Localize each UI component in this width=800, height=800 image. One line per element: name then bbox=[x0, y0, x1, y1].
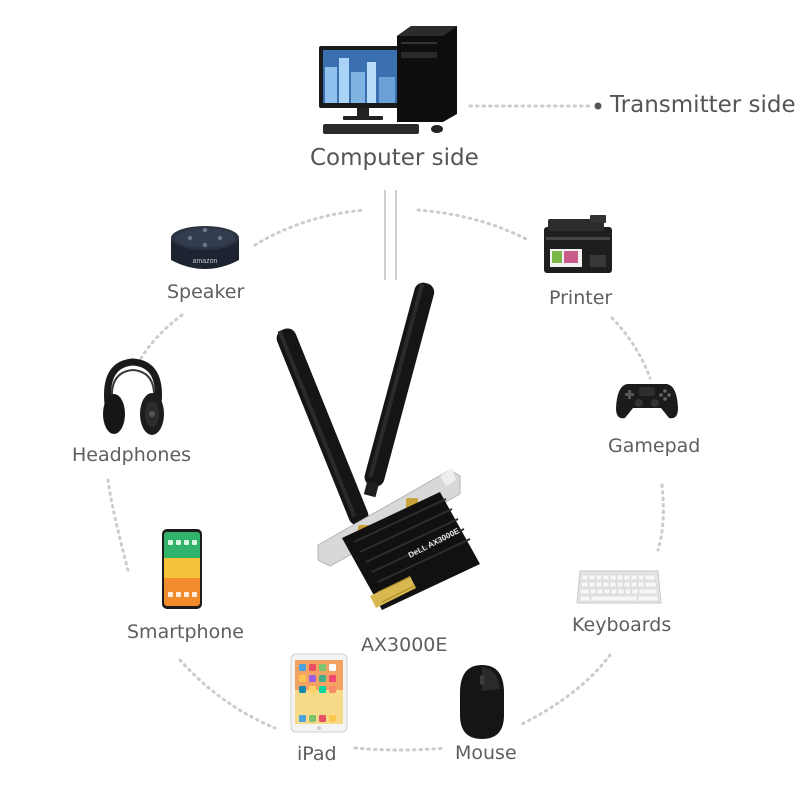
gamepad-label: Gamepad bbox=[608, 435, 701, 457]
arc-keyboards-mouse bbox=[518, 653, 612, 727]
gamepad-icon bbox=[616, 384, 678, 419]
keyboard-icon bbox=[576, 570, 662, 604]
keyboards-label: Keyboards bbox=[572, 614, 672, 636]
headphones-icon bbox=[103, 358, 164, 435]
smartphone-label: Smartphone bbox=[127, 621, 244, 643]
arc-printer-gamepad bbox=[610, 316, 652, 380]
card-model-label: AX3000E bbox=[361, 634, 448, 656]
arc-top-left bbox=[253, 208, 367, 247]
printer-label: Printer bbox=[549, 287, 613, 309]
ipad-icon bbox=[290, 653, 348, 733]
mouse-icon bbox=[460, 665, 504, 739]
transmitter-side-label: Transmitter side bbox=[610, 92, 796, 118]
mouse-label: Mouse bbox=[455, 742, 517, 764]
arc-gamepad-keyboards bbox=[656, 483, 665, 552]
arc-headphones-phone bbox=[106, 478, 130, 572]
arc-speaker-headphones bbox=[138, 313, 184, 362]
svg-text:amazon: amazon bbox=[193, 258, 218, 265]
computer-icon bbox=[319, 26, 457, 134]
speaker-label: Speaker bbox=[167, 281, 245, 303]
ipad-label: iPad bbox=[297, 743, 337, 765]
computer-side-label: Computer side bbox=[310, 145, 479, 171]
headphones-label: Headphones bbox=[72, 444, 192, 466]
printer-icon bbox=[544, 215, 612, 273]
arc-ipad-mouse bbox=[353, 746, 447, 752]
transmitter-dot bbox=[594, 102, 602, 110]
arc-top-right bbox=[416, 208, 530, 242]
smartphone-icon bbox=[162, 529, 202, 609]
wifi-card-icon: DeLL AX3000E bbox=[276, 282, 480, 610]
speaker-icon: amazon bbox=[171, 226, 239, 269]
arc-phone-ipad bbox=[178, 658, 277, 730]
